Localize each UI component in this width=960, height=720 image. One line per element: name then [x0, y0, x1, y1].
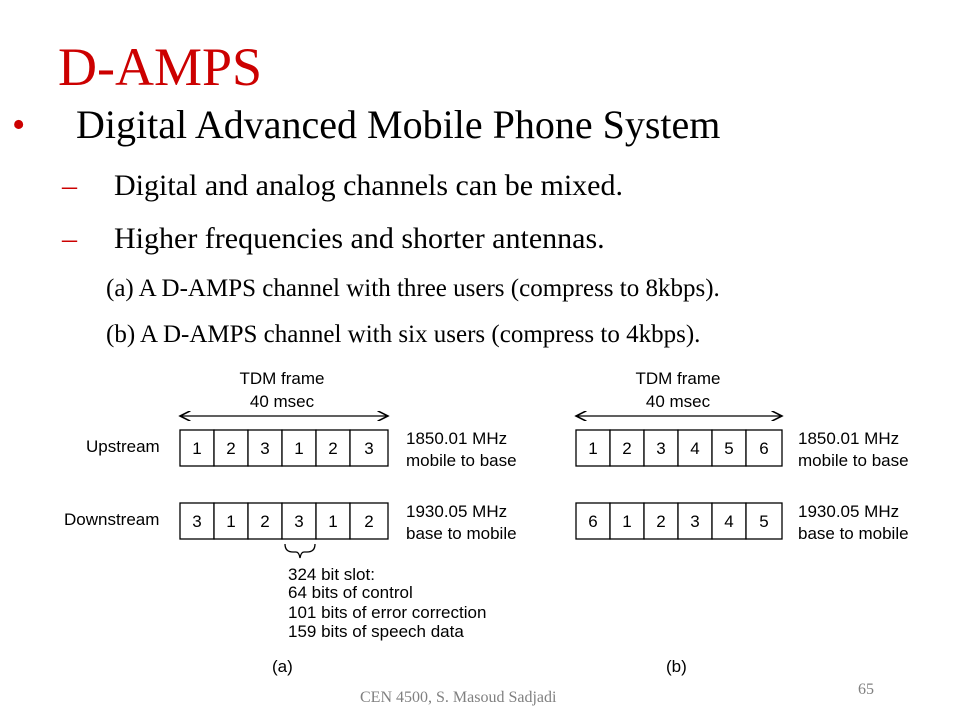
- slot-number: 1: [328, 512, 337, 531]
- slot-number: 2: [260, 512, 269, 531]
- slot-note-line: 101 bits of error correction: [288, 603, 486, 622]
- slot-box: [745, 502, 783, 540]
- slot-number: 5: [724, 439, 733, 458]
- slot-number: 3: [364, 439, 373, 458]
- footer-author: CEN 4500, S. Masoud Sadjadi: [360, 689, 557, 706]
- slot-number: 4: [690, 439, 699, 458]
- diagram-a: TDM frame 40 msec 1 2 3 1 2 3 1850.01 MH…: [180, 369, 517, 676]
- slot-box: [281, 429, 317, 467]
- slot-note-line: 64 bits of control: [288, 583, 413, 602]
- upstream-direction: mobile to base: [406, 451, 517, 470]
- slot-box: [575, 429, 611, 467]
- slot-box: [711, 502, 747, 540]
- slot-number: 1: [226, 512, 235, 531]
- dash-text: Digital and analog channels can be mixed…: [114, 169, 623, 202]
- downstream-slots: 6 1 2 3 4 5: [575, 502, 783, 540]
- dash-item: – Higher frequencies and shorter antenna…: [0, 219, 960, 259]
- slot-box: [609, 429, 645, 467]
- bullet-item: • Digital Advanced Mobile Phone System: [0, 100, 960, 150]
- slot-box: [745, 429, 783, 467]
- slot-number: 5: [759, 512, 768, 531]
- slot-number: 3: [192, 512, 201, 531]
- downstream-frequency: 1930.05 MHz: [798, 502, 899, 521]
- slot-box: [349, 429, 389, 467]
- sub-item-a: (a) A D-AMPS channel with three users (c…: [106, 275, 720, 302]
- slot-number: 1: [622, 512, 631, 531]
- slot-number: 3: [690, 512, 699, 531]
- upstream-frequency: 1850.01 MHz: [798, 429, 899, 448]
- slot-number: 3: [656, 439, 665, 458]
- slot-note-line: 159 bits of speech data: [288, 622, 464, 641]
- slot-number: 1: [192, 439, 201, 458]
- slot-note-line: 324 bit slot:: [288, 565, 375, 584]
- slot-box: [643, 502, 679, 540]
- downstream-slots: 3 1 2 3 1 2: [179, 502, 389, 540]
- slot-number: 2: [328, 439, 337, 458]
- slot-box: [179, 429, 215, 467]
- slot-number: 2: [226, 439, 235, 458]
- slot-number: 2: [656, 512, 665, 531]
- dash-item: – Digital and analog channels can be mix…: [0, 166, 960, 206]
- slide-title: D-AMPS: [58, 37, 263, 97]
- frame-duration: 40 msec: [250, 392, 315, 411]
- sub-item-b: (b) A D-AMPS channel with six users (com…: [106, 321, 701, 348]
- downstream-direction: base to mobile: [406, 524, 517, 543]
- slot-number: 2: [364, 512, 373, 531]
- slot-number: 6: [759, 439, 768, 458]
- slot-number: 3: [294, 512, 303, 531]
- caption-a: (a): [272, 657, 293, 676]
- slot-number: 6: [588, 512, 597, 531]
- dash-icon: –: [62, 222, 77, 255]
- slot-box: [711, 429, 747, 467]
- bullet-text: Digital Advanced Mobile Phone System: [76, 102, 721, 147]
- caption-b: (b): [666, 657, 687, 676]
- page-number: 65: [858, 681, 874, 698]
- upstream-slots: 1 2 3 4 5 6: [575, 429, 783, 467]
- slot-box: [213, 429, 249, 467]
- downstream-label: Downstream: [64, 510, 159, 529]
- slot-number: 3: [260, 439, 269, 458]
- dash-text: Higher frequencies and shorter antennas.: [114, 222, 605, 255]
- diagram-b: TDM frame 40 msec 1 2 3 4 5 6 1850.01 MH…: [576, 369, 909, 676]
- slot-box: [349, 502, 389, 540]
- upstream-slots: 1 2 3 1 2 3: [179, 429, 389, 467]
- slot-box: [247, 502, 283, 540]
- bullet-dot-icon: •: [12, 104, 26, 146]
- downstream-frequency: 1930.05 MHz: [406, 502, 507, 521]
- frame-duration: 40 msec: [646, 392, 711, 411]
- slot-number: 4: [724, 512, 733, 531]
- slot-number: 2: [622, 439, 631, 458]
- slot-box: [315, 502, 351, 540]
- slot-box: [213, 502, 249, 540]
- upstream-frequency: 1850.01 MHz: [406, 429, 507, 448]
- upstream-direction: mobile to base: [798, 451, 909, 470]
- slot-box: [281, 502, 317, 540]
- frame-label: TDM frame: [636, 369, 721, 388]
- dash-icon: –: [62, 169, 77, 202]
- slot-number: 1: [294, 439, 303, 458]
- frame-label: TDM frame: [240, 369, 325, 388]
- slot-number: 1: [588, 439, 597, 458]
- downstream-direction: base to mobile: [798, 524, 909, 543]
- brace-icon: [284, 543, 316, 559]
- slot-box: [643, 429, 679, 467]
- upstream-label: Upstream: [86, 437, 160, 456]
- slot-box: [247, 429, 283, 467]
